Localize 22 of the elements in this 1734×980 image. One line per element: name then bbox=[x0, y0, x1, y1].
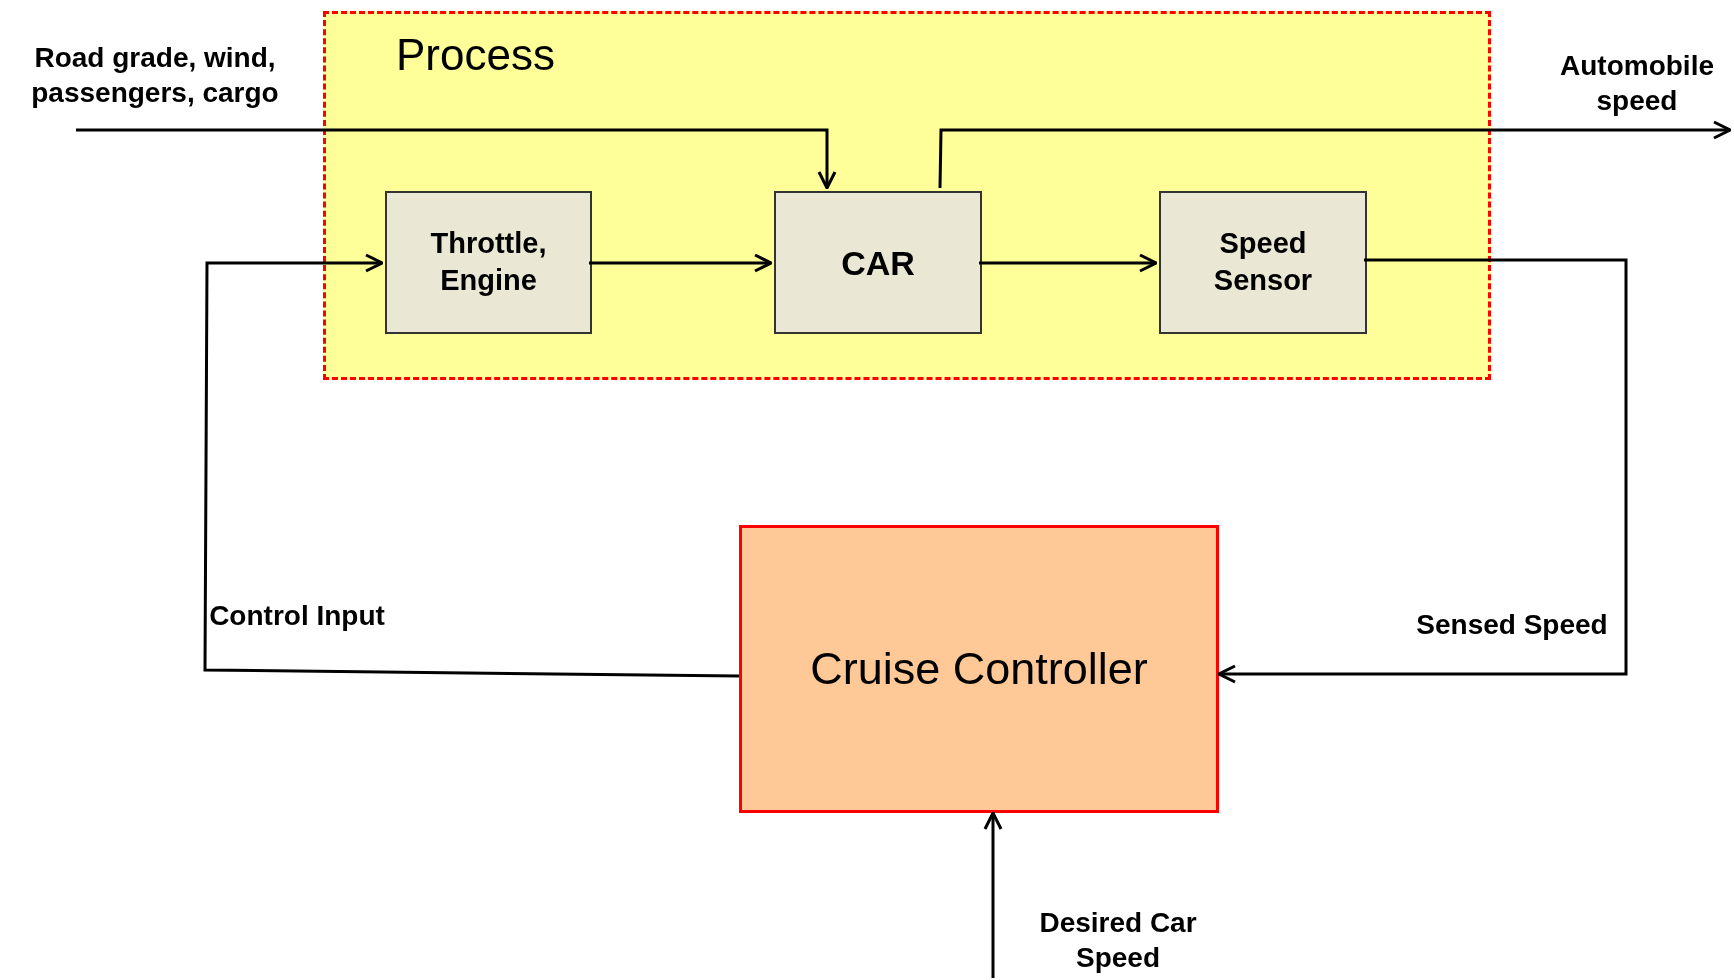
arrow bbox=[203, 253, 739, 678]
controller-block bbox=[739, 525, 1219, 813]
process-block bbox=[1159, 191, 1367, 334]
edge-label: Road grade, wind, passengers, cargo bbox=[30, 41, 280, 110]
arrow bbox=[76, 128, 837, 190]
edge-label: Control Input bbox=[208, 598, 386, 633]
arrow bbox=[589, 253, 773, 273]
edge-label: Desired Car Speed bbox=[1038, 906, 1198, 975]
edge-label: Sensed Speed bbox=[1415, 607, 1609, 642]
arrow bbox=[979, 253, 1158, 273]
arrow bbox=[938, 120, 1732, 189]
block-label: CAR bbox=[840, 242, 916, 284]
edge-label: Automobile speed bbox=[1559, 49, 1715, 118]
process-block bbox=[774, 191, 982, 334]
arrow bbox=[983, 811, 1003, 978]
block-label: Throttle, Engine bbox=[429, 225, 548, 299]
block-label: Speed Sensor bbox=[1212, 225, 1314, 299]
block-label: Cruise Controller bbox=[809, 641, 1149, 696]
arrow bbox=[1217, 258, 1628, 684]
process-block bbox=[385, 191, 592, 334]
process-region bbox=[323, 11, 1491, 380]
region-title: Process bbox=[396, 30, 555, 80]
